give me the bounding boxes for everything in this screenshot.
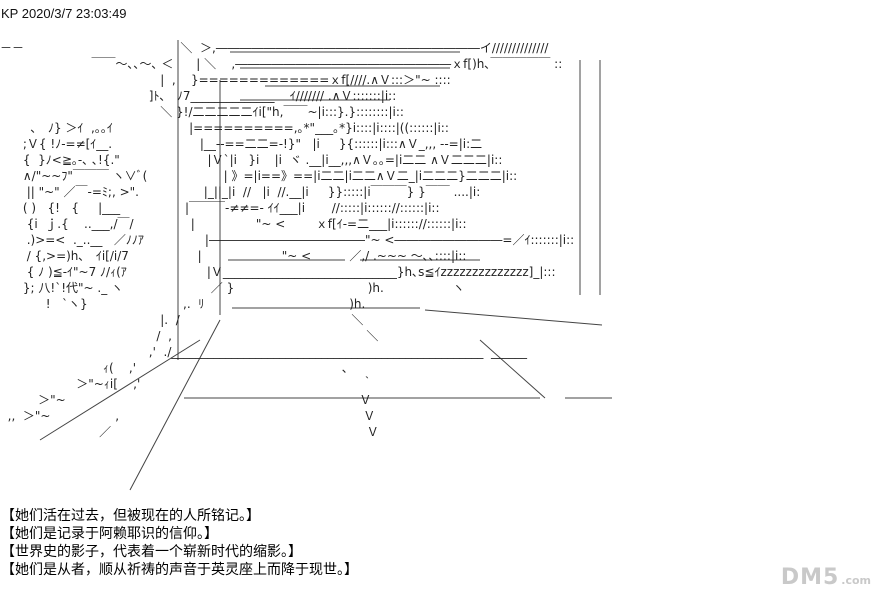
caption-line: 【她们活在过去，但被现在的人所铭记。】 [1, 508, 260, 524]
caption-line: 【她们是记录于阿赖耶识的信仰。】 [1, 526, 218, 542]
ascii-art-line: / , ＼ [0, 329, 379, 343]
ascii-art-line: ,, ＞"~ , Ｖ [0, 409, 376, 423]
ascii-art-line: { }ﾉ<≧｡-､ ､!{." |Ｖ`|i }i |i ヾ .__|i__,,,… [0, 153, 503, 167]
ascii-art-line: }; 八!`!代"~ ._ ヽ ／ } )h. ヽ [0, 281, 465, 295]
ascii-art-line: |. / ＼ [0, 313, 364, 327]
ascii-art-line: ＞"~ Ｖ [0, 393, 372, 407]
caption-line: 【她们是从者，顺从祈祷的声音于英灵座上而降于现世。】 [1, 562, 358, 578]
ascii-art-line: .)>=< ._..__ ／ﾉﾉｱ |―――――――――――――"~ <――――… [0, 233, 575, 247]
ascii-art-line: ! `ヽ} ,. ﾘ )h. [0, 297, 366, 311]
ascii-art-line: ｨ( ,' ､ [0, 361, 349, 375]
caption-line: 【世界史的影子，代表着一个崭新时代的缩影。】 [1, 544, 302, 560]
ascii-art-line: | , }=============ｘf[////.∧Ｖ:::＞"~ :::: [0, 73, 451, 87]
ascii-art-line: ／ Ｖ [0, 425, 379, 439]
ascii-art-text: －－ ＼ ＞,――――――――――――――――――――――イ//////////… [0, 40, 574, 440]
ascii-art-line: ;Ｖ{ !ﾉ-=≠[ｲ__. |__--==二二=-!}" |i }{:::::… [0, 137, 483, 151]
ascii-art-line: / {,>=)h､ ｲi[/i/7 | "~ < ／,/ .~~~ ～､､:::… [0, 249, 467, 263]
ascii-art-line: ∧/"~~ﾌ"￣￣￣ ヽ∨ﾞ( | 》=|i==》==|i二二|i二二∧Ｖ二_|… [0, 169, 518, 183]
ascii-art-line: ￣￣～､､～､ ＜ | ＼ ,――――――――――――――――――ｘf[)h､￣… [0, 57, 563, 71]
ascii-art-line: ＼ }!/二二二二二ｲi["h,￣￣~|i:::}.}::::::::|i:: [0, 105, 404, 119]
ascii-art-illustration: －－ ＼ ＞,――――――――――――――――――――――イ//////////… [0, 40, 620, 495]
ascii-art-line: {i ｊ.{ ..___,/￣/ | "~ < ｘf[ｲ-=二___|i::::… [0, 217, 467, 231]
watermark-sub: .com [841, 574, 871, 587]
ascii-art-line: ,' ./___________________________________… [0, 345, 527, 359]
site-watermark: DM5.com [781, 565, 871, 590]
ascii-art-frame-lines [39, 40, 612, 491]
ascii-art-line: ( ) {! { |___ |￣￣￣-≠≠=- ｲｲ___|i //:::::|… [0, 201, 440, 215]
watermark-main: DM5 [780, 565, 840, 590]
ascii-art-line: || "~" ／￣-=ﾐ;, >". |_||_|i // |i //.__|i… [0, 185, 481, 199]
ascii-art-line: { ﾉ )≦-ｲ"~7 ﾉ/ｨ(ｱ |Ｖ____________________… [0, 265, 556, 279]
ascii-art-line: ＞"~ｨi[ ,' ｀ [0, 377, 374, 391]
caption-block: 【她们活在过去，但被现在的人所铭记。】 【她们是记录于阿赖耶识的信仰。】 【世界… [1, 507, 358, 579]
ascii-art-line: ]ﾄ､ ﾉ7______________ ｲ/////// .∧Ｖ:::::::… [0, 89, 397, 103]
ascii-art-line: ､ ﾉ} ＞ｲ ,｡｡ｲ |==========,｡*"___｡*}i::::|… [0, 121, 449, 135]
post-header: KP 2020/3/7 23:03:49 [1, 6, 127, 21]
ascii-art-line: －－ ＼ ＞,――――――――――――――――――――――イ//////////… [0, 41, 549, 55]
